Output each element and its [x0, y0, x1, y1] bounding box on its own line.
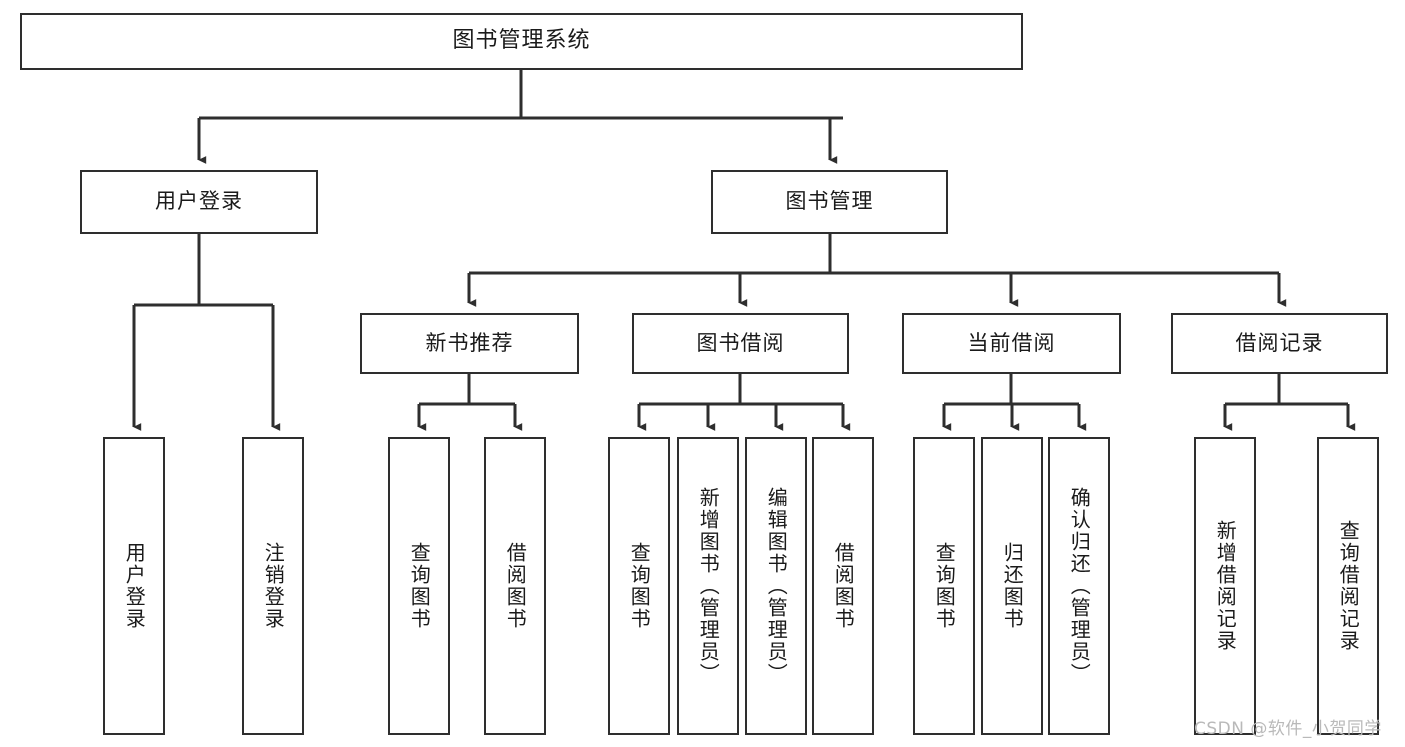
leaf-label: 借阅图书 [503, 542, 528, 630]
node-leaf-add-book-admin[interactable]: 新增图书（管理员） [677, 437, 739, 735]
leaf-label: 查询图书 [407, 542, 432, 630]
node-leaf-return-book[interactable]: 归还图书 [981, 437, 1043, 735]
node-borrow-record[interactable]: 借阅记录 [1171, 313, 1388, 374]
leaf-label: 用户登录 [122, 542, 147, 630]
node-new-book-recommend[interactable]: 新书推荐 [360, 313, 579, 374]
leaf-label: 确认归还（管理员） [1067, 487, 1092, 685]
node-leaf-query-book-2[interactable]: 查询图书 [608, 437, 670, 735]
leaf-label: 归还图书 [1000, 542, 1025, 630]
node-leaf-query-borrow-record[interactable]: 查询借阅记录 [1317, 437, 1379, 735]
node-leaf-borrow-book-1[interactable]: 借阅图书 [484, 437, 546, 735]
node-leaf-user-login[interactable]: 用户登录 [103, 437, 165, 735]
csdn-watermark: CSDN @软件_小贺同学 [1194, 719, 1382, 739]
node-leaf-query-book-3[interactable]: 查询图书 [913, 437, 975, 735]
leaf-label: 查询借阅记录 [1336, 520, 1361, 652]
node-leaf-user-logout[interactable]: 注销登录 [242, 437, 304, 735]
node-leaf-add-borrow-record[interactable]: 新增借阅记录 [1194, 437, 1256, 735]
leaf-label: 新增图书（管理员） [696, 487, 721, 685]
node-book-borrow[interactable]: 图书借阅 [632, 313, 849, 374]
node-user-login[interactable]: 用户登录 [80, 170, 318, 234]
node-book-manage[interactable]: 图书管理 [711, 170, 948, 234]
node-leaf-query-book-1[interactable]: 查询图书 [388, 437, 450, 735]
node-leaf-edit-book-admin[interactable]: 编辑图书（管理员） [745, 437, 807, 735]
node-leaf-borrow-book-2[interactable]: 借阅图书 [812, 437, 874, 735]
node-current-borrow[interactable]: 当前借阅 [902, 313, 1121, 374]
leaf-label: 借阅图书 [831, 542, 856, 630]
leaf-label: 编辑图书（管理员） [764, 487, 789, 685]
leaf-label: 注销登录 [261, 542, 286, 630]
node-leaf-confirm-return-admin[interactable]: 确认归还（管理员） [1048, 437, 1110, 735]
leaf-label: 查询图书 [627, 542, 652, 630]
leaf-label: 查询图书 [932, 542, 957, 630]
leaf-label: 新增借阅记录 [1213, 520, 1238, 652]
node-root-system[interactable]: 图书管理系统 [20, 13, 1023, 70]
